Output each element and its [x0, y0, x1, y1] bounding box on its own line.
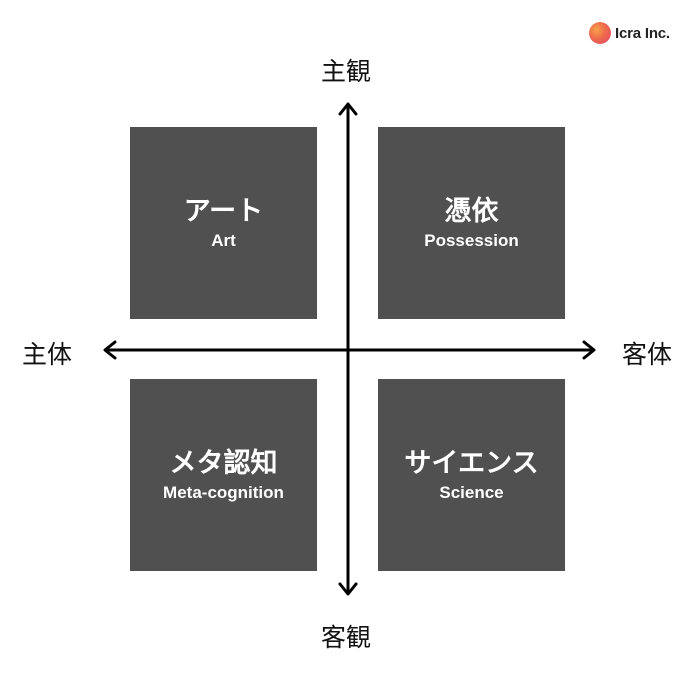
quadrant-title: 憑依 — [444, 196, 499, 227]
quadrant-title: メタ認知 — [169, 448, 278, 479]
axis-label-subject: 主体 — [22, 340, 73, 369]
quadrant-title: サイエンス — [404, 448, 539, 479]
company-logo: Icra Inc. — [589, 22, 670, 44]
arrow-up-icon — [338, 102, 358, 116]
quadrant-subtitle: Science — [439, 483, 504, 502]
axis-label-subjective: 主観 — [321, 57, 372, 86]
axis-label-object: 客体 — [622, 340, 673, 369]
logo-text: Icra Inc. — [615, 24, 670, 42]
quadrant-art: アート Art — [130, 127, 317, 319]
quadrant-science: サイエンス Science — [378, 379, 565, 571]
quadrant-meta-cognition: メタ認知 Meta-cognition — [130, 379, 317, 571]
arrow-left-icon — [103, 340, 117, 360]
quadrant-possession: 憑依 Possession — [378, 127, 565, 319]
quadrant-title: アート — [183, 196, 264, 227]
axis-label-objective: 客観 — [321, 623, 372, 652]
quadrant-subtitle: Art — [211, 231, 236, 250]
quadrant-subtitle: Possession — [424, 231, 519, 250]
arrow-down-icon — [338, 582, 358, 596]
arrow-right-icon — [582, 340, 596, 360]
quadrant-subtitle: Meta-cognition — [163, 483, 284, 502]
logo-mark-icon — [589, 22, 611, 44]
